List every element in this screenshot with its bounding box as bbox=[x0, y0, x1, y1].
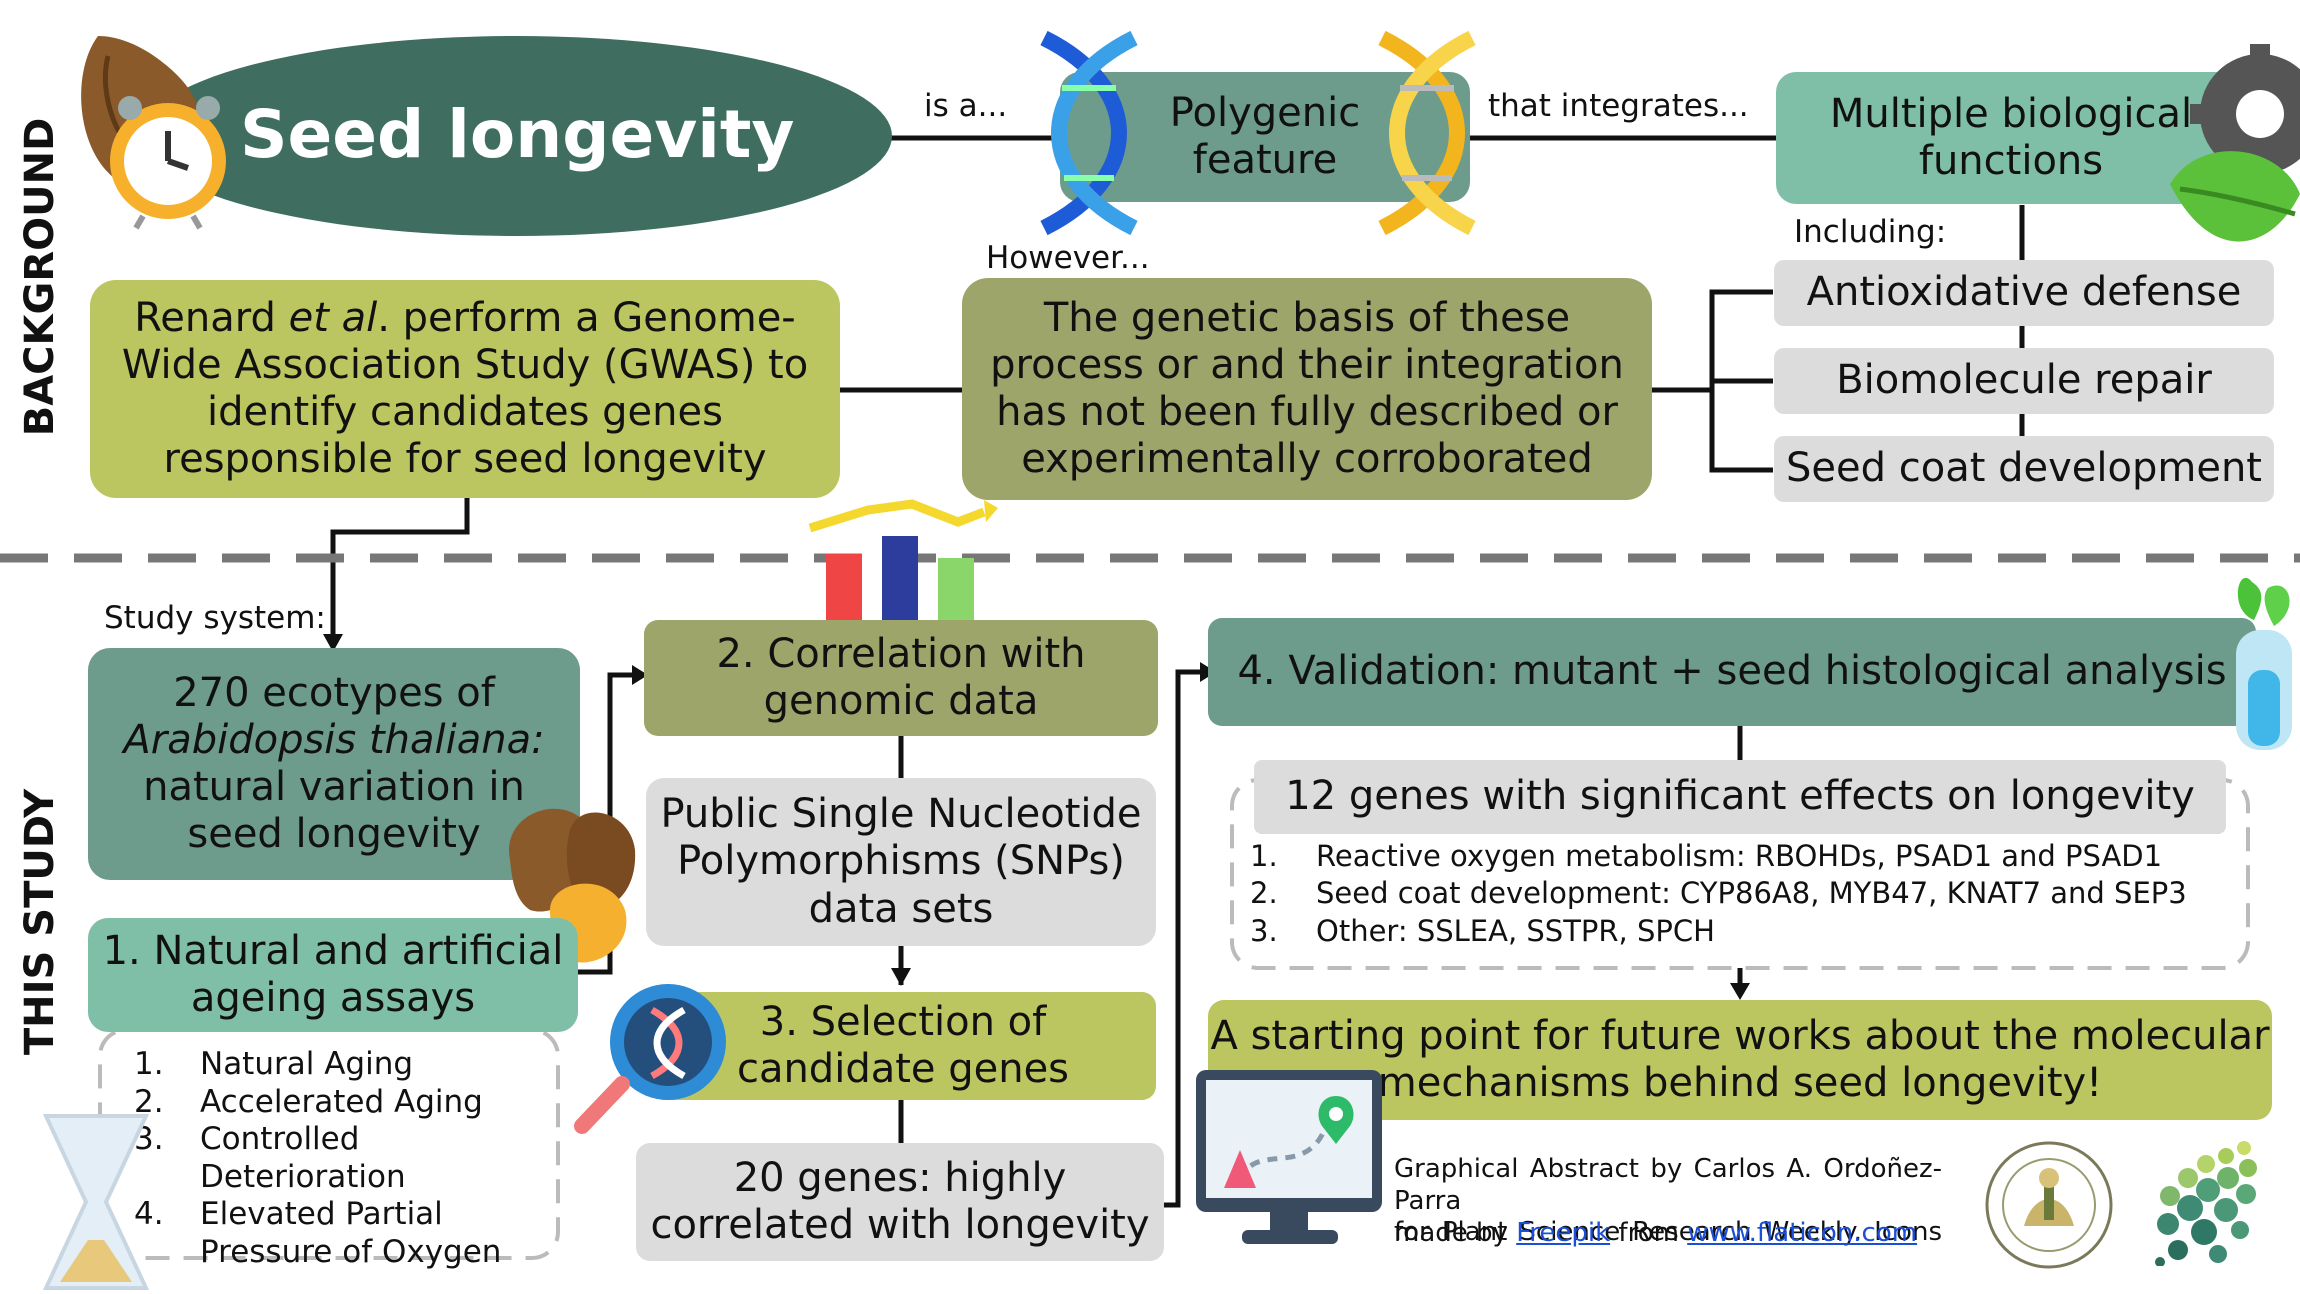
multiple-line2: functions bbox=[1918, 138, 2104, 184]
genes20-line2: correlated with longevity bbox=[650, 1202, 1150, 1248]
conclusion-box: A starting point for future works about … bbox=[1208, 1000, 2272, 1120]
step1-line1: 1. Natural and artificial bbox=[102, 927, 564, 974]
step1-box: 1. Natural and artificial ageing assays bbox=[88, 918, 578, 1032]
gwas-line1: Renard et al. perform a Genome- bbox=[134, 294, 796, 341]
page-title: Seed longevity bbox=[240, 96, 795, 173]
credits-line3: made by Freepik from www.flaticon.com bbox=[1394, 1218, 1918, 1248]
step2-line1: 2. Correlation with bbox=[716, 630, 1086, 677]
this-study-section-label: THIS STUDY bbox=[17, 788, 63, 1056]
polygenic-line1: Polygenic bbox=[1169, 89, 1361, 136]
genetic-line4: experimentally corroborated bbox=[1021, 436, 1593, 483]
gwas-box: Renard et al. perform a Genome- Wide Ass… bbox=[90, 280, 840, 498]
step2-box: 2. Correlation with genomic data bbox=[644, 620, 1158, 736]
assays-list: 1.Natural Aging 2.Accelerated Aging 3.Co… bbox=[134, 1046, 554, 1271]
function-item-biomolecule: Biomolecule repair bbox=[1774, 348, 2274, 414]
assay-item: 1.Natural Aging bbox=[134, 1046, 414, 1082]
polygenic-line2: feature bbox=[1192, 137, 1338, 183]
dna-yellow-icon bbox=[1378, 30, 1476, 236]
effects-list: 1.Reactive oxygen metabolism: RBOHDs, PS… bbox=[1250, 838, 2210, 950]
multiple-functions-box: Multiple biological functions bbox=[1776, 72, 2246, 204]
step3-box: 3. Selection of candidate genes bbox=[650, 992, 1156, 1100]
step3-line1: 3. Selection of bbox=[759, 998, 1047, 1045]
multiple-line1: Multiple biological bbox=[1829, 90, 2193, 137]
background-section-label: BACKGROUND bbox=[17, 117, 63, 437]
bar-chart-icon bbox=[808, 499, 998, 620]
seed-clock-icon bbox=[81, 36, 226, 230]
function-item-seed-coat: Seed coat development bbox=[1774, 436, 2274, 502]
credits-text: Graphical Abstract by Carlos A. Ordoñez-… bbox=[1394, 1154, 1942, 1249]
seeds-icon bbox=[509, 808, 636, 963]
study-system-label: Study system: bbox=[104, 600, 326, 636]
society-seal-logo bbox=[1985, 1141, 2113, 1269]
function-item-antioxidative: Antioxidative defense bbox=[1774, 260, 2274, 326]
flaticon-link[interactable]: www.flaticon.com bbox=[1687, 1218, 1918, 1248]
magnifier-dna-icon bbox=[574, 984, 726, 1134]
effect-item: 2.Seed coat development: CYP86A8, MYB47,… bbox=[1250, 876, 2187, 911]
conclusion-line1: A starting point for future works about … bbox=[1210, 1012, 2270, 1059]
snps-line3: data sets bbox=[808, 885, 994, 932]
effect-item: 1.Reactive oxygen metabolism: RBOHDs, PS… bbox=[1250, 839, 2163, 873]
gwas-line4: responsible for seed longevity bbox=[163, 436, 767, 483]
step4-box: 4. Validation: mutant + seed histologica… bbox=[1208, 618, 2256, 726]
dots-logo bbox=[2155, 1141, 2257, 1266]
snps-line1: Public Single Nucleotide bbox=[660, 791, 1142, 838]
ecotypes-line2: Arabidopsis thaliana: bbox=[123, 716, 545, 763]
ecotypes-box: 270 ecotypes of Arabidopsis thaliana: na… bbox=[88, 648, 580, 880]
is-a-label: is a... bbox=[924, 88, 1008, 124]
genetic-line1: The genetic basis of these bbox=[1043, 294, 1571, 341]
genes20-box: 20 genes: highly correlated with longevi… bbox=[636, 1143, 1164, 1261]
ecotypes-line3: natural variation in bbox=[143, 764, 525, 810]
assay-item: 3.Controlled Deterioration bbox=[134, 1121, 406, 1195]
however-label: However... bbox=[986, 240, 1150, 276]
dna-blue-icon bbox=[1040, 30, 1138, 236]
integrates-label: that integrates... bbox=[1488, 88, 1749, 124]
assay-item: Pressure of Oxygen bbox=[200, 1233, 502, 1270]
assay-item: 4.Elevated Partial bbox=[134, 1196, 443, 1232]
credits-line1: Graphical Abstract by Carlos A. Ordoñez-… bbox=[1394, 1154, 1942, 1216]
effect-item: 3.Other: SSLEA, SSTPR, SPCH bbox=[1250, 913, 1715, 948]
including-label: Including: bbox=[1794, 214, 1947, 250]
monitor-map-icon bbox=[1196, 1070, 1382, 1244]
conclusion-line2: mechanisms behind seed longevity! bbox=[1377, 1060, 2103, 1106]
step2-line2: genomic data bbox=[763, 678, 1039, 724]
gear-leaf-icon bbox=[2170, 44, 2300, 242]
genes12-box: 12 genes with significant effects on lon… bbox=[1254, 760, 2226, 834]
freepik-link[interactable]: Freepik bbox=[1516, 1218, 1611, 1248]
credits-line2: for Plant Science Research Weekly. Icons bbox=[1394, 1217, 1942, 1248]
genetic-line2: process or and their integration bbox=[990, 341, 1624, 388]
genetic-line3: has not been fully described or bbox=[996, 389, 1618, 435]
snps-box: Public Single Nucleotide Polymorphisms (… bbox=[646, 778, 1156, 946]
step3-line2: candidate genes bbox=[736, 1046, 1070, 1092]
gwas-line3: identify candidates genes bbox=[207, 389, 723, 435]
snps-line2: Polymorphisms (SNPs) bbox=[677, 838, 1125, 885]
ecotypes-line1: 270 ecotypes of bbox=[173, 669, 495, 716]
genetic-basis-box: The genetic basis of these process or an… bbox=[962, 278, 1652, 500]
gwas-line2: Wide Association Study (GWAS) to bbox=[121, 341, 809, 388]
ecotypes-line4: seed longevity bbox=[187, 811, 481, 858]
title-ellipse bbox=[140, 36, 892, 236]
step1-line2: ageing assays bbox=[190, 975, 476, 1021]
test-tube-plant-icon bbox=[2236, 577, 2292, 750]
hourglass-icon bbox=[42, 1114, 150, 1290]
genes20-line1: 20 genes: highly bbox=[733, 1154, 1067, 1201]
assay-item: 2.Accelerated Aging bbox=[134, 1083, 483, 1120]
